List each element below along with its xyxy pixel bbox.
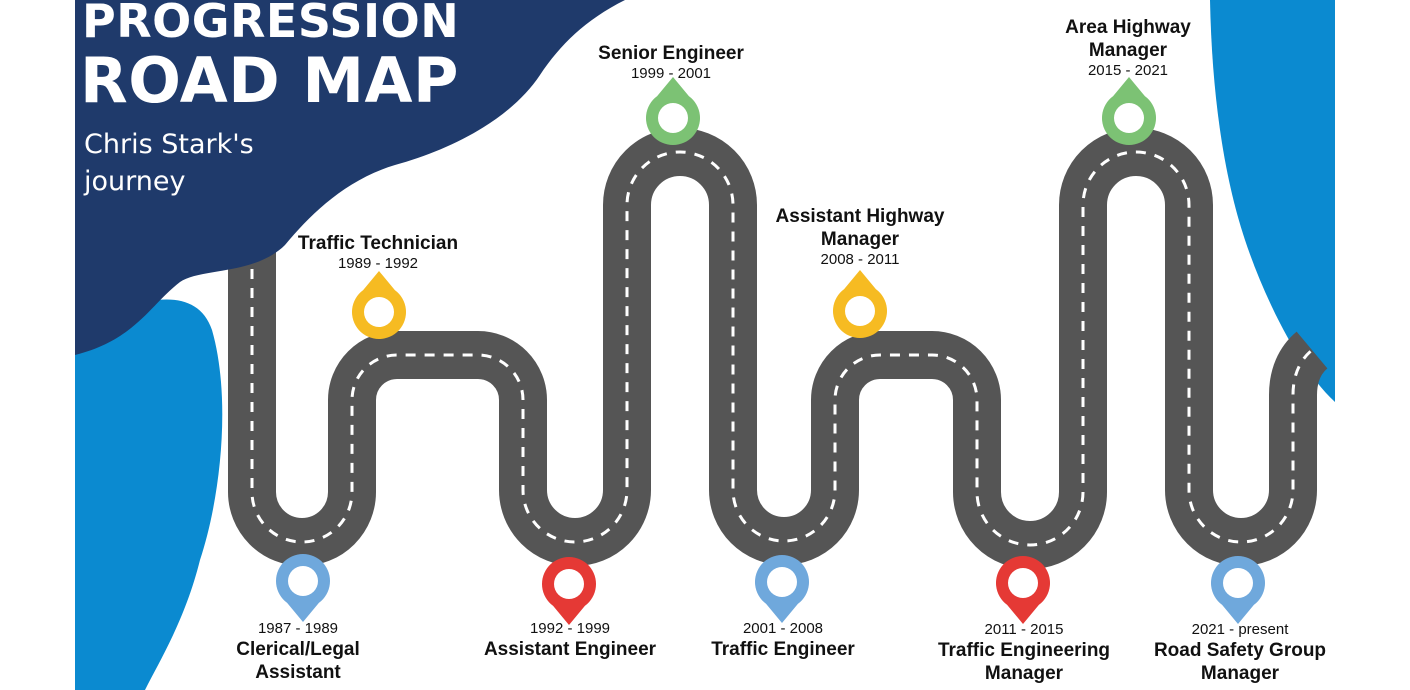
milestone-years: 2015 - 2021 <box>1087 62 1169 79</box>
pin-hole <box>288 566 318 596</box>
milestone-years: 2021 - present <box>1191 621 1289 638</box>
milestone-years: 1987 - 1989 <box>257 620 339 637</box>
milestone-years: 1992 - 1999 <box>529 620 611 637</box>
pin-hole <box>658 103 688 133</box>
milestone-role: Area Highway Manager <box>1065 17 1191 61</box>
milestone-role: Assistant Highway Manager <box>775 206 945 250</box>
milestone-road-safety-group-manager: 2021 - present Road Safety Group Manager <box>1120 621 1360 685</box>
milestone-years: 1989 - 1992 <box>337 255 419 272</box>
milestone-role: Traffic Engineering Manager <box>937 640 1111 684</box>
pin-hole <box>1223 568 1253 598</box>
milestone-role: Assistant Engineer <box>483 639 657 660</box>
winding-road <box>228 128 1329 569</box>
milestone-traffic-engineer: 2001 - 2008 Traffic Engineer <box>663 620 903 661</box>
milestone-years: 1999 - 2001 <box>630 65 712 82</box>
pin-hole <box>767 567 797 597</box>
pin-hole <box>554 569 584 599</box>
pin-hole <box>845 296 875 326</box>
milestone-years: 2008 - 2011 <box>820 251 900 268</box>
milestone-clerical-legal-assistant: 1987 - 1989 Clerical/Legal Assistant <box>178 620 418 684</box>
header-navy-shape <box>75 0 625 355</box>
milestone-assistant-engineer: 1992 - 1999 Assistant Engineer <box>450 620 690 661</box>
milestone-years: 2011 - 2015 <box>984 621 1064 638</box>
right-blue-shape <box>1210 0 1335 402</box>
milestone-traffic-technician: Traffic Technician 1989 - 1992 <box>258 232 498 273</box>
page-title-line2: ROAD MAP <box>80 44 459 117</box>
left-blue-shape <box>75 299 223 690</box>
milestone-traffic-engineering-manager: 2011 - 2015 Traffic Engineering Manager <box>904 621 1144 685</box>
milestone-area-highway-manager: Area Highway Manager 2015 - 2021 <box>1008 16 1248 80</box>
milestone-assistant-highway-manager: Assistant Highway Manager 2008 - 2011 <box>740 205 980 269</box>
milestone-role: Traffic Technician <box>297 233 459 254</box>
milestone-role: Road Safety Group Manager <box>1153 640 1327 684</box>
page-subtitle: Chris Stark's journey <box>84 129 254 197</box>
milestone-senior-engineer: Senior Engineer 1999 - 2001 <box>551 42 791 83</box>
page-title-line1: PROGRESSION <box>82 0 460 48</box>
milestone-role: Clerical/Legal Assistant <box>236 639 360 683</box>
pin-hole <box>1008 568 1038 598</box>
pin-hole <box>364 297 394 327</box>
pin-hole <box>1114 103 1144 133</box>
milestone-years: 2001 - 2008 <box>742 620 824 637</box>
milestone-role: Senior Engineer <box>598 43 744 64</box>
milestone-role: Traffic Engineer <box>711 639 855 660</box>
